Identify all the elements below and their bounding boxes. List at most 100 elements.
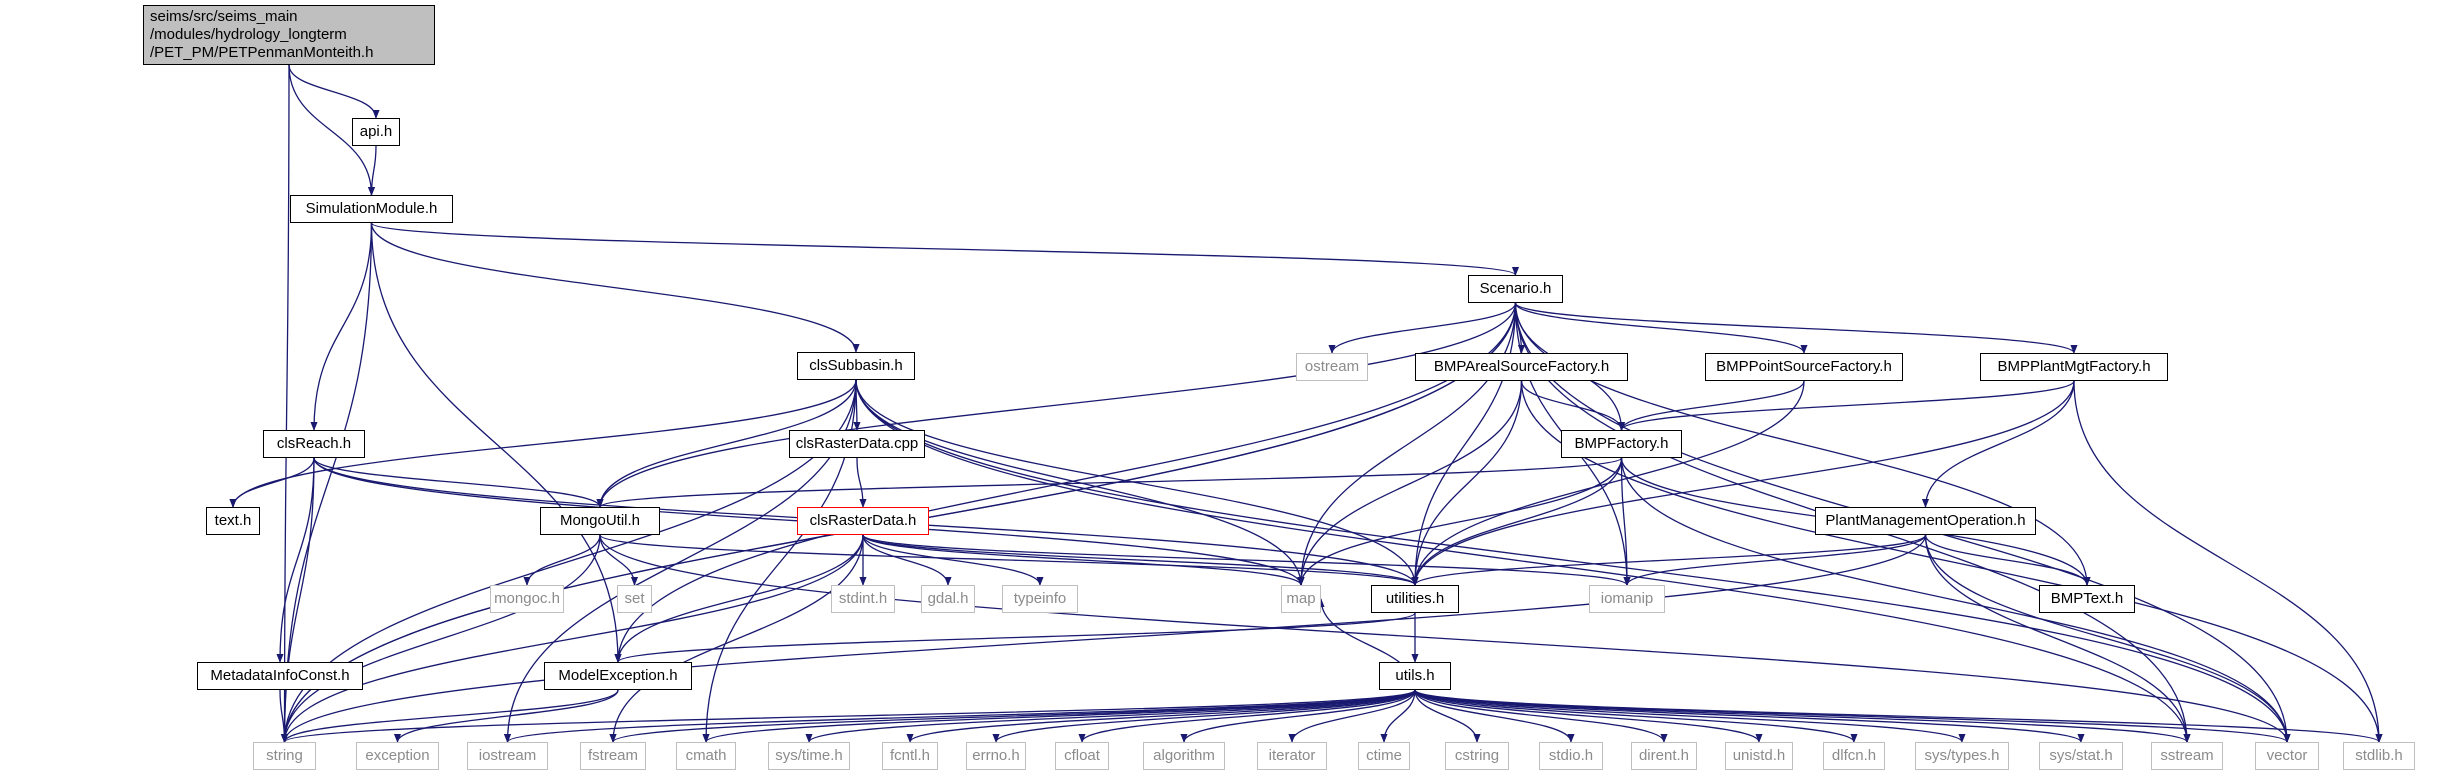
edge-bmpplant-to-utilities	[1411, 380, 2075, 586]
node-ostream: ostream	[1296, 353, 1368, 381]
node-plantop[interactable]: PlantManagementOperation.h	[1815, 507, 2036, 535]
node-string: string	[253, 742, 316, 770]
edge-rastercpp-to-rasterh	[856, 457, 867, 508]
node-stdint: stdint.h	[831, 585, 895, 613]
edge-plantop-to-vector	[1924, 534, 2291, 743]
edge-bmparea-to-bmpfactory	[1520, 380, 1626, 431]
edge-bmpplant-to-bmpfactory	[1618, 380, 2075, 431]
node-bmpplant[interactable]: BMPPlantMgtFactory.h	[1980, 353, 2168, 381]
node-utilities[interactable]: utilities.h	[1371, 585, 1459, 613]
edge-start-to-string	[280, 64, 290, 743]
edge-utilities-to-modelexc	[614, 612, 1416, 663]
node-systime: sys/time.h	[768, 742, 850, 770]
edge-utils-to-errno	[992, 689, 1416, 743]
node-start[interactable]: seims/src/seims_main /modules/hydrology_…	[143, 5, 435, 65]
node-set: set	[617, 585, 652, 613]
edge-bmppoint-to-bmpfactory	[1617, 380, 1805, 431]
edge-start-to-simmod	[288, 64, 376, 196]
edge-utils-to-ctime	[1380, 689, 1416, 743]
edge-bmpfactory-to-iomanip	[1620, 457, 1631, 586]
node-sstream: sstream	[2151, 742, 2223, 770]
node-mongoutil[interactable]: MongoUtil.h	[540, 507, 660, 535]
edge-clsreach-to-text_h	[229, 457, 315, 508]
node-simmod[interactable]: SimulationModule.h	[290, 195, 453, 223]
node-vector: vector	[2255, 742, 2319, 770]
edge-bmpfactory-to-mongoutil	[596, 457, 1623, 508]
edge-bmppoint-to-utilities	[1411, 380, 1805, 586]
node-dlfcn: dlfcn.h	[1823, 742, 1885, 770]
edge-start-to-api_h	[288, 64, 380, 119]
node-api-h[interactable]: api.h	[352, 118, 400, 146]
node-clsreach[interactable]: clsReach.h	[263, 430, 365, 458]
node-mongoc: mongoc.h	[490, 585, 564, 613]
edge-clsreach-to-mongoutil	[313, 457, 604, 508]
edge-rasterh-to-utilities	[862, 534, 1419, 586]
node-bmppoint[interactable]: BMPPointSourceFactory.h	[1705, 353, 1903, 381]
node-scenario[interactable]: Scenario.h	[1468, 275, 1563, 303]
node-modelexc[interactable]: ModelException.h	[544, 662, 692, 690]
node-iostream: iostream	[467, 742, 548, 770]
node-gdal: gdal.h	[921, 585, 975, 613]
edge-utils-to-dlfcn	[1414, 689, 1858, 743]
node-clssub[interactable]: clsSubbasin.h	[797, 352, 915, 380]
edge-rasterh-to-modelexc	[614, 534, 864, 663]
edge-bmpfactory-to-map	[1297, 457, 1623, 586]
edge-plantop-to-utilities	[1411, 534, 1927, 586]
edge-utils-to-sysstat	[1414, 689, 2085, 743]
edge-bmpplant-to-stdlib	[2073, 380, 2383, 743]
node-systypes: sys/types.h	[1915, 742, 2009, 770]
edge-plantop-to-string	[280, 534, 1927, 743]
node-exception: exception	[356, 742, 439, 770]
edge-utils-to-cmath	[702, 689, 1416, 743]
edge-mongoutil-to-set	[599, 534, 639, 586]
edge-utils-to-iterator	[1288, 689, 1416, 743]
node-metadata[interactable]: MetadataInfoConst.h	[197, 662, 363, 690]
edge-bmpfactory-to-vector	[1620, 457, 2291, 743]
edge-rasterh-to-typeinfo	[862, 534, 1044, 586]
edge-simmod-to-scenario	[370, 222, 1519, 276]
node-bmptext[interactable]: BMPText.h	[2039, 585, 2135, 613]
edge-utils-to-systypes	[1414, 689, 1966, 743]
edge-utils-to-unistd	[1414, 689, 1763, 743]
edge-rasterh-to-string	[280, 534, 864, 743]
node-cmath: cmath	[676, 742, 736, 770]
edge-rasterh-to-gdal	[862, 534, 952, 586]
node-cstring: cstring	[1445, 742, 1509, 770]
edge-utils-to-algorithm	[1180, 689, 1416, 743]
edge-scenario-to-mongoutil	[596, 302, 1517, 508]
node-errno: errno.h	[966, 742, 1026, 770]
node-rasterh[interactable]: clsRasterData.h	[797, 507, 929, 535]
edge-api_h-to-simmod	[367, 145, 377, 196]
edge-utils-to-fcntl	[906, 689, 1416, 743]
edge-utils-to-cstring	[1414, 689, 1481, 743]
edge-rasterh-to-iomanip	[862, 534, 1631, 586]
node-fcntl: fcntl.h	[882, 742, 938, 770]
node-bmpfactory[interactable]: BMPFactory.h	[1561, 430, 1682, 458]
edge-clssub-to-map	[855, 379, 1305, 586]
node-rastercpp[interactable]: clsRasterData.cpp	[789, 430, 925, 458]
node-map: map	[1281, 585, 1321, 613]
edge-scenario-to-ostream	[1328, 302, 1517, 354]
node-stdlib: stdlib.h	[2343, 742, 2415, 770]
edge-mongoutil-to-mongoc	[523, 534, 601, 586]
node-fstream: fstream	[580, 742, 646, 770]
node-utils[interactable]: utils.h	[1379, 662, 1451, 690]
node-iomanip: iomanip	[1589, 585, 1665, 613]
edge-mongoutil-to-string	[280, 534, 601, 743]
node-typeinfo: typeinfo	[1002, 585, 1078, 613]
edge-mongoutil-to-utilities	[599, 534, 1419, 586]
node-bmparea[interactable]: BMPArealSourceFactory.h	[1415, 353, 1628, 381]
edge-clssub-to-sstream	[855, 379, 2191, 743]
edge-clssub-to-vector	[855, 379, 2291, 743]
node-text-h[interactable]: text.h	[206, 507, 260, 535]
edge-utils-to-stdio	[1414, 689, 1575, 743]
edge-simmod-to-clsreach	[310, 222, 373, 431]
edge-bmparea-to-map	[1297, 380, 1523, 586]
edge-bmpplant-to-plantop	[1921, 380, 2075, 508]
edge-clsreach-to-string	[280, 457, 315, 743]
node-iterator: iterator	[1257, 742, 1327, 770]
edge-utils-to-stdlib	[1414, 689, 2383, 743]
edge-utils-to-dirent	[1414, 689, 1668, 743]
edge-clsreach-to-metadata	[276, 457, 315, 663]
node-stdio: stdio.h	[1539, 742, 1603, 770]
